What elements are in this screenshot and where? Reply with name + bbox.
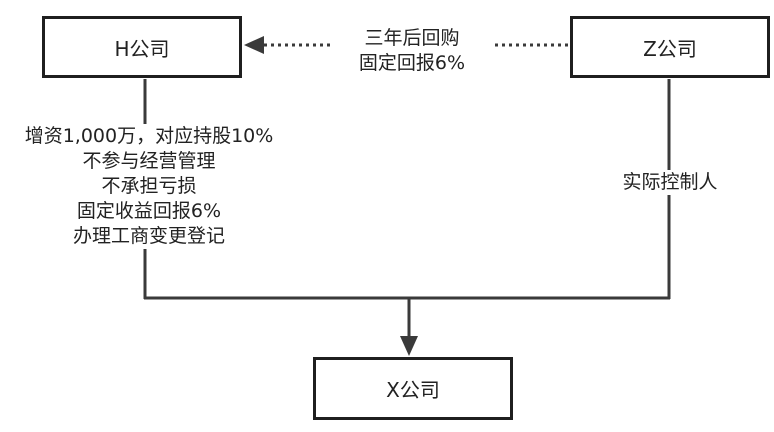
- edge-label-line: 办理工商变更登记: [72, 225, 225, 247]
- edge-label-z-to-h: 三年后回购 固定回报6%: [332, 26, 492, 76]
- arrowhead-to-x: [400, 336, 418, 356]
- edge-label-line: 固定回报6%: [358, 52, 466, 74]
- node-z-label: Z公司: [643, 36, 697, 61]
- arrowhead-to-h: [244, 36, 264, 54]
- node-h-label: H公司: [114, 36, 170, 61]
- edge-label-line: 固定收益回报6%: [76, 200, 222, 222]
- node-x-company: X公司: [313, 357, 513, 420]
- edge-label-line: 实际控制人: [622, 171, 718, 193]
- node-h-company: H公司: [42, 16, 242, 78]
- edge-label-z-to-x: 实际控制人: [610, 170, 730, 195]
- node-x-label: X公司: [386, 378, 440, 402]
- edge-label-line: 增资1,000万，对应持股10%: [24, 125, 274, 147]
- edge-label-h-to-x: 增资1,000万，对应持股10% 不参与经营管理 不承担亏损 固定收益回报6% …: [4, 124, 294, 249]
- edge-label-line: 不承担亏损: [101, 175, 197, 197]
- edge-label-line: 三年后回购: [364, 27, 460, 49]
- edge-label-line: 不参与经营管理: [82, 150, 216, 172]
- node-z-company: Z公司: [570, 16, 770, 78]
